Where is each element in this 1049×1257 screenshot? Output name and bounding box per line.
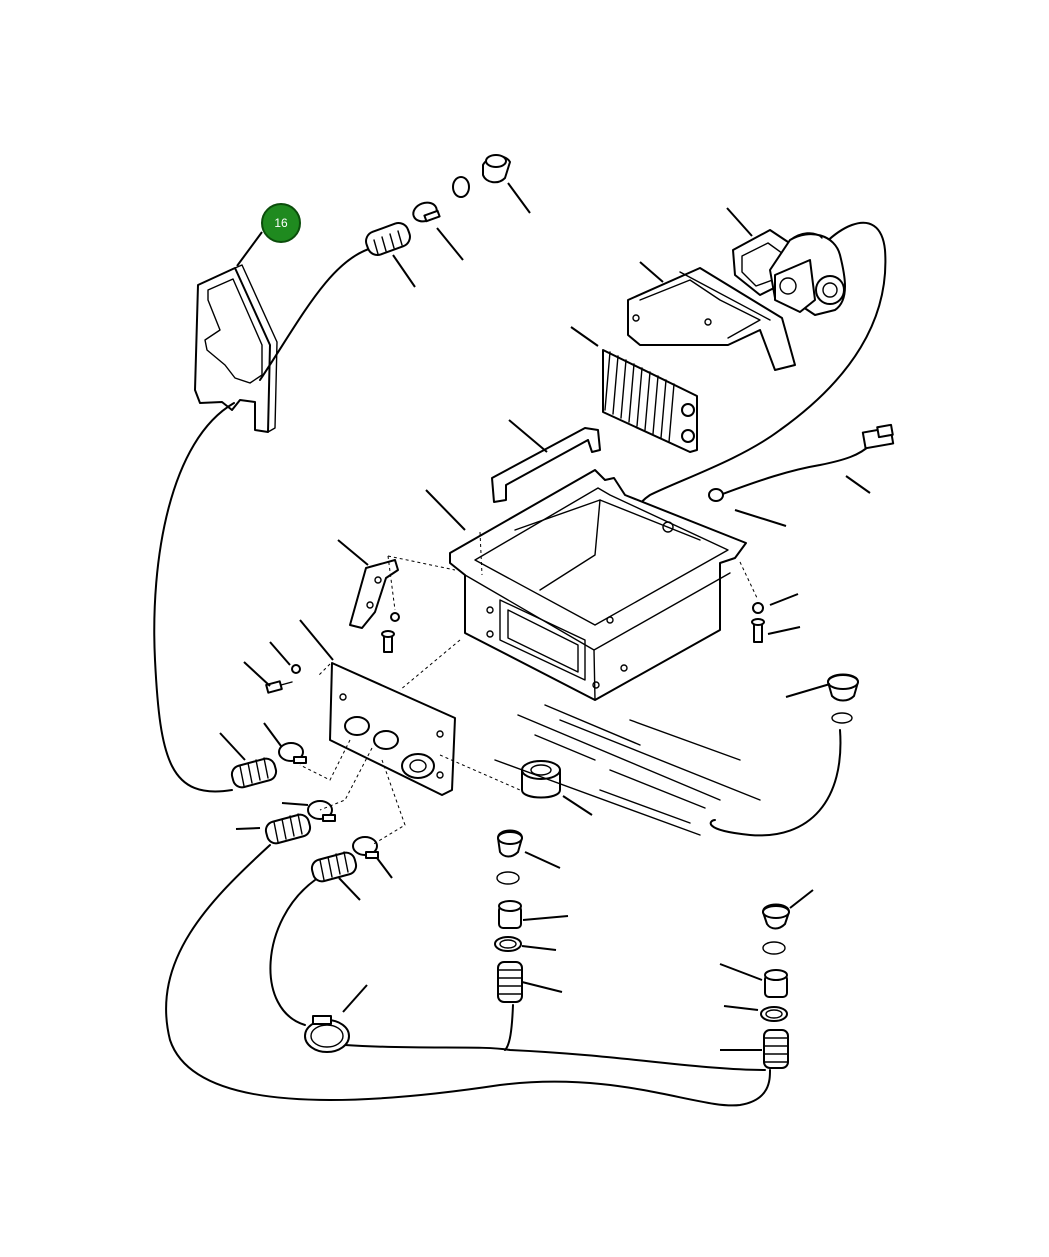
- screw-manifold[interactable]: [265, 664, 301, 694]
- heater-core[interactable]: [602, 349, 698, 453]
- mounting-bracket-left[interactable]: [349, 559, 399, 629]
- drain-hose-right[interactable]: [763, 1029, 789, 1069]
- hose-left-3[interactable]: [310, 851, 358, 884]
- drain-fitting-center[interactable]: [498, 900, 522, 929]
- grommet-top[interactable]: [452, 154, 511, 198]
- heater-housing[interactable]: [449, 469, 747, 701]
- drain-clamp-center[interactable]: [494, 936, 522, 952]
- outlet-manifold[interactable]: [329, 662, 456, 796]
- air-duct[interactable]: [194, 264, 278, 433]
- callout-16-label: 16: [274, 216, 288, 230]
- drain-fitting-right[interactable]: [764, 969, 788, 998]
- part-callout-16[interactable]: 16: [261, 203, 301, 243]
- grommet-right-upper[interactable]: [827, 673, 859, 724]
- clamp-left-1[interactable]: [278, 742, 307, 764]
- wire-harness[interactable]: [708, 423, 895, 502]
- clamp-left-2[interactable]: [307, 800, 336, 822]
- drain-grommet-center[interactable]: [496, 829, 523, 885]
- phantom-frame-lines: [494, 704, 761, 836]
- hose-left-2[interactable]: [264, 813, 312, 846]
- screw-washer-left[interactable]: [381, 612, 400, 653]
- assembly-dashed-lines: [299, 531, 759, 846]
- motor-mounting-bracket[interactable]: [627, 267, 796, 371]
- hose-clamp-top[interactable]: [411, 199, 441, 224]
- drain-grommet-right[interactable]: [762, 903, 790, 955]
- large-hose-clamp[interactable]: [304, 1015, 350, 1053]
- screw-washer-right[interactable]: [751, 602, 765, 643]
- grommet-center[interactable]: [521, 760, 561, 799]
- hose-left-1[interactable]: [230, 757, 278, 790]
- hose-coupler-top[interactable]: [363, 220, 413, 258]
- drain-hose-center[interactable]: [497, 961, 523, 1003]
- blower-motor-assembly[interactable]: [732, 229, 846, 316]
- retaining-strap[interactable]: [491, 427, 601, 503]
- clamp-left-3[interactable]: [352, 836, 379, 859]
- drain-clamp-right[interactable]: [760, 1006, 788, 1022]
- leader-lines: [219, 182, 871, 1051]
